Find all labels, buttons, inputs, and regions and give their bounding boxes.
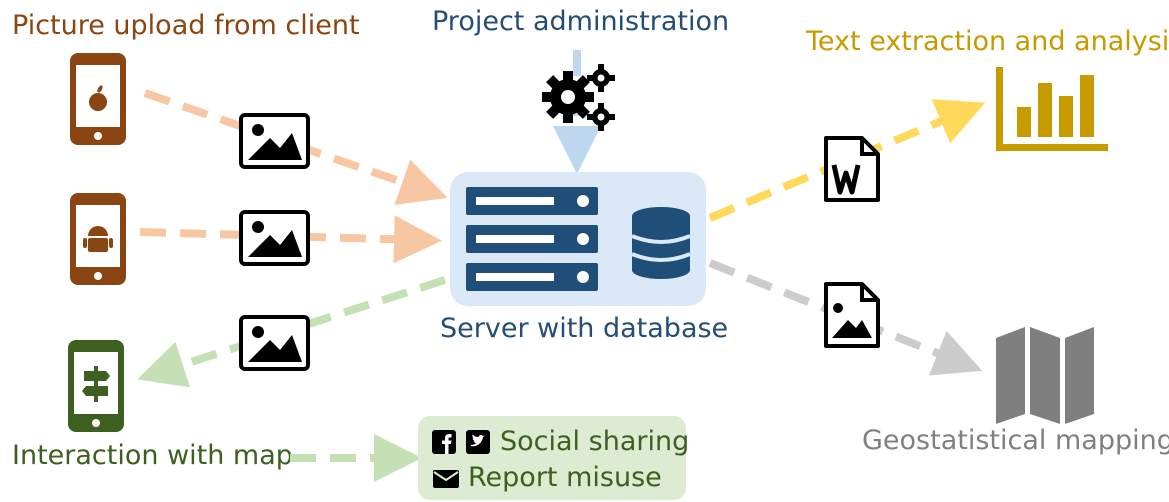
server-with-database	[450, 172, 706, 306]
facebook-icon[interactable]	[432, 429, 458, 454]
social-panel: Social sharing Report misuse	[418, 416, 689, 500]
folded-map-icon	[996, 327, 1094, 424]
apple-phone-icon	[70, 53, 126, 145]
admin-label: Project administration	[432, 6, 730, 37]
server-rack-icon	[466, 187, 598, 291]
android-phone-icon	[70, 193, 126, 285]
social-sharing-row[interactable]: Social sharing	[432, 426, 689, 457]
picture-icon	[239, 210, 310, 266]
database-icon	[631, 207, 691, 279]
interaction-label: Interaction with map	[12, 440, 293, 471]
report-misuse-label: Report misuse	[468, 462, 662, 493]
arrow-apple-to-server	[143, 89, 448, 205]
picture-icon	[239, 315, 310, 371]
word-document-icon	[824, 136, 880, 202]
signpost-phone-icon	[68, 340, 124, 432]
twitter-icon[interactable]	[466, 429, 492, 454]
image-document-icon	[824, 282, 880, 348]
bar-chart-icon	[996, 67, 1108, 151]
upload-label: Picture upload from client	[12, 10, 360, 41]
gears-icon	[542, 64, 615, 131]
text-analysis-label: Text extraction and analysis	[806, 26, 1169, 57]
server-label: Server with database	[440, 313, 729, 344]
social-sharing-label: Social sharing	[500, 426, 690, 457]
envelope-icon	[433, 469, 459, 488]
picture-icon	[239, 113, 310, 169]
arrow-server-to-client	[137, 276, 447, 388]
geo-label: Geostatistical mapping	[862, 425, 1169, 456]
report-misuse-row[interactable]: Report misuse	[432, 462, 662, 493]
